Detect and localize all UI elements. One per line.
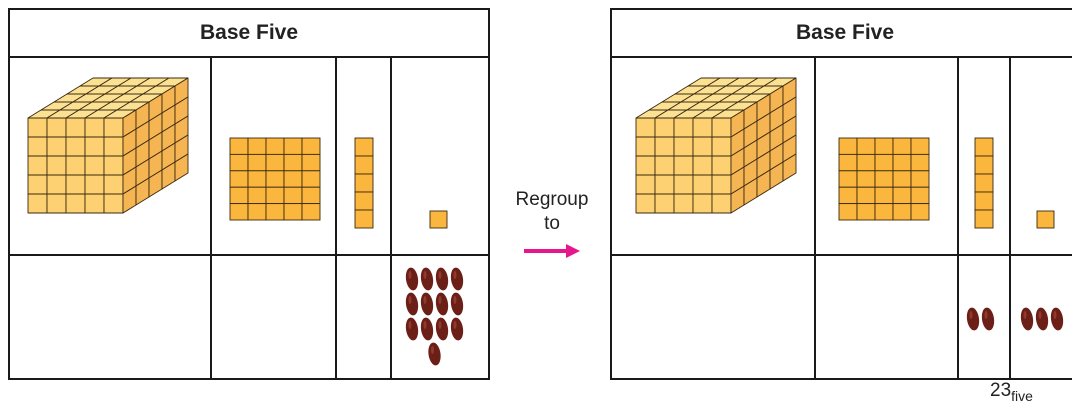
caption-base: five [1011,387,1033,404]
bean-highlight [408,271,412,279]
right-base-five-chart: Base Five [610,8,1072,380]
bean-icon [435,292,449,316]
bean-highlight [438,271,442,279]
bean-highlight [408,321,412,329]
bean-group-icon [1020,307,1064,331]
regroup-label-line2: to [544,213,560,234]
left-cube-block [26,76,194,248]
left-ones-beans [403,266,483,376]
bean-icon [405,292,419,316]
bean-icon [405,317,419,341]
right-column-divider [957,56,959,378]
bean-highlight [438,321,442,329]
left-column-divider [210,56,212,378]
bean-highlight [423,271,427,279]
bean-icon [420,292,434,316]
right-arrow-icon [524,244,580,258]
bean-icon [420,267,434,291]
right-cube-block [634,76,802,248]
bean-icon [981,307,995,331]
left-base-five-chart: Base Five [8,8,490,380]
bean-highlight [984,311,988,319]
bean-icon [450,267,464,291]
bean-highlight [1038,311,1042,319]
result-caption: 23five [990,380,1033,404]
bean-icon [428,342,441,366]
right-unit-block [1036,210,1055,229]
bean-icon [405,267,419,291]
right-flat-block [838,137,930,221]
regroup-label-line1: Regroup [515,189,589,210]
right-column-divider [1009,56,1011,378]
right-ones-beans [1018,306,1072,332]
bean-icon [966,307,980,331]
bean-icon [1050,307,1064,331]
left-unit-block [429,210,448,229]
left-row-divider [10,254,488,256]
flat-block-icon [229,137,321,221]
bean-icon [420,317,434,341]
long-block-icon [354,137,374,229]
bean-group-icon [405,267,464,366]
right-column-divider [814,56,816,378]
bean-icon [435,317,449,341]
left-column-divider [335,56,337,378]
long-block-icon [974,137,994,229]
bean-highlight [423,296,427,304]
cube-icon [635,77,797,214]
right-chart-title: Base Five [612,10,1072,58]
bean-highlight [438,296,442,304]
bean-highlight [1023,311,1027,319]
bean-highlight [453,321,457,329]
left-flat-block [229,137,321,221]
bean-icon [1020,307,1034,331]
bean-highlight [969,311,973,319]
bean-icon [1035,307,1049,331]
left-chart-title: Base Five [10,10,488,58]
unit-block-icon [1036,210,1055,229]
bean-highlight [423,321,427,329]
bean-icon [450,317,464,341]
left-column-divider [390,56,392,378]
right-long-block [974,137,994,229]
left-long-block [354,137,374,229]
bean-icon [450,292,464,316]
regroup-label: Regroup to [496,188,608,262]
bean-highlight [453,296,457,304]
cube-icon [27,77,189,214]
flat-block-icon [838,137,930,221]
bean-icon [435,267,449,291]
bean-group-icon [966,307,995,331]
right-row-divider [612,254,1072,256]
bean-highlight [431,346,434,354]
caption-number: 23 [990,380,1012,401]
bean-highlight [453,271,457,279]
unit-block-icon [429,210,448,229]
bean-highlight [408,296,412,304]
bean-highlight [1053,311,1057,319]
right-fives-beans [964,306,1006,332]
